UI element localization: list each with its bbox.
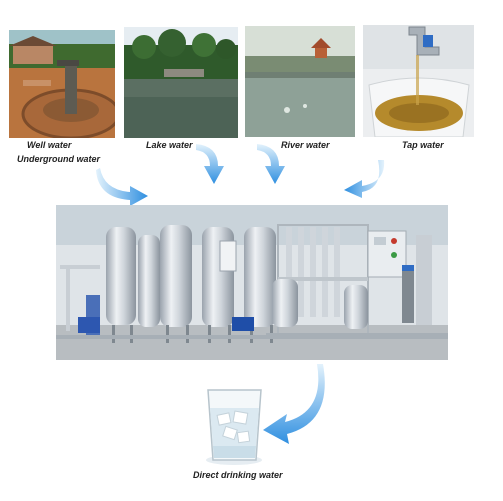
arrow-well-to-machine-icon (96, 166, 150, 206)
arrow-machine-to-glass-icon (263, 364, 325, 446)
glass-of-water (204, 388, 265, 466)
well-water-photo (9, 30, 115, 138)
arrow-tap-to-machine-icon (344, 160, 386, 198)
river-water-photo (245, 26, 355, 137)
lake-water-label: Lake water (146, 140, 193, 150)
well-water-label: Well water (27, 140, 72, 150)
water-purification-machine (56, 205, 448, 360)
arrow-lake-to-machine-icon (196, 142, 230, 184)
arrow-river-to-machine-icon (257, 142, 291, 184)
tap-water-label: Tap water (402, 140, 444, 150)
direct-drinking-water-label: Direct drinking water (193, 470, 283, 480)
river-water-label: River water (281, 140, 330, 150)
underground-water-label: Underground water (17, 154, 101, 164)
lake-water-photo (124, 27, 238, 138)
tap-water-photo (363, 25, 474, 137)
